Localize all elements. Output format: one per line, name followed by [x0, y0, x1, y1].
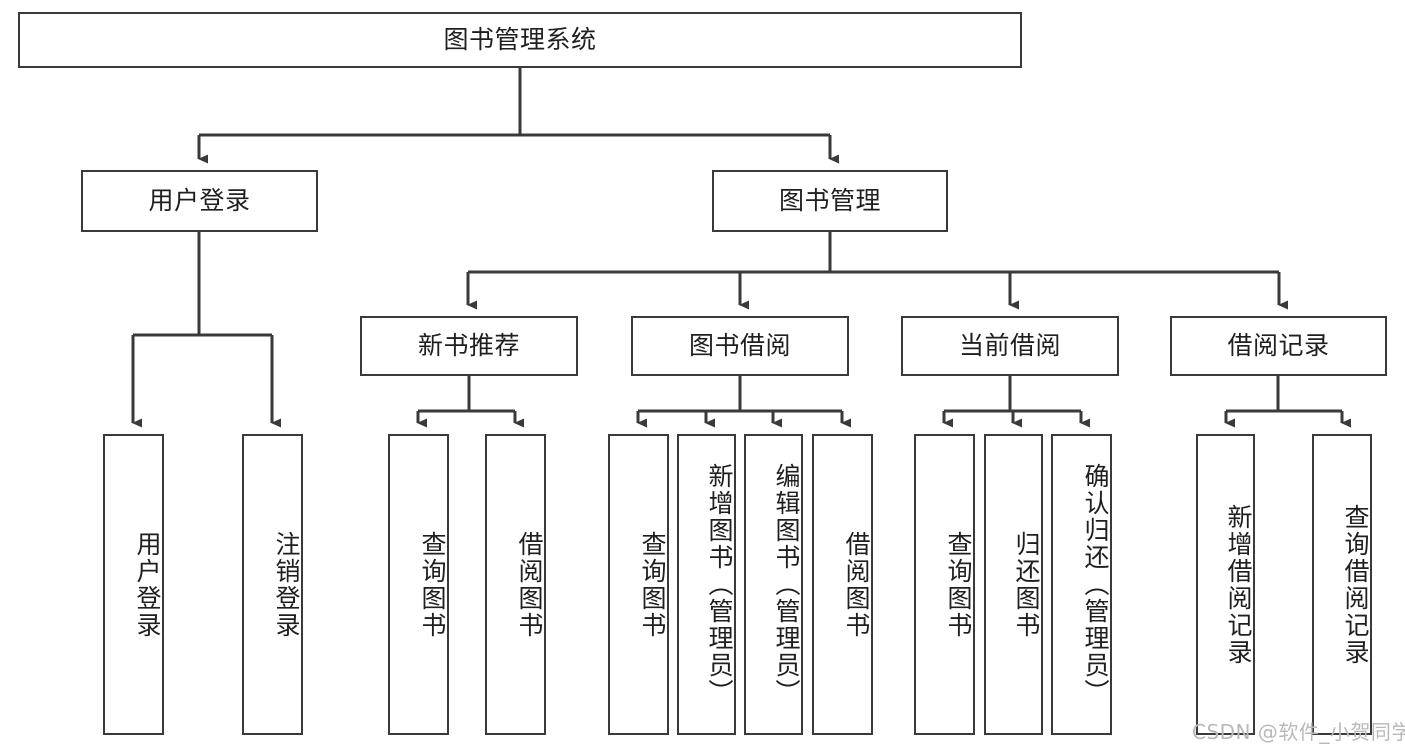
leaf-add-record[interactable]: 新增借阅记录 — [1196, 434, 1255, 735]
node-root[interactable]: 图书管理系统 — [18, 12, 1022, 68]
node-current-borrow-label: 当前借阅 — [958, 331, 1061, 361]
node-new-book-recommend[interactable]: 新书推荐 — [360, 316, 578, 376]
leaf-confirm-return[interactable]: 确认归还（管理员） — [1051, 434, 1112, 735]
leaf-query-book-1-label: 查询图书 — [418, 530, 447, 639]
leaf-query-book-3[interactable]: 查询图书 — [914, 434, 975, 735]
node-user-login-label: 用户登录 — [148, 186, 251, 216]
node-new-book-recommend-label: 新书推荐 — [417, 331, 520, 361]
leaf-return-book[interactable]: 归还图书 — [984, 434, 1043, 735]
leaf-user-login-label: 用户登录 — [133, 530, 162, 639]
leaf-edit-book[interactable]: 编辑图书（管理员） — [744, 434, 803, 735]
leaf-edit-book-label: 编辑图书（管理员） — [772, 463, 801, 706]
node-borrow-record[interactable]: 借阅记录 — [1170, 316, 1387, 376]
leaf-user-login[interactable]: 用户登录 — [103, 434, 164, 735]
leaf-query-book-1[interactable]: 查询图书 — [388, 434, 449, 735]
watermark: CSDN @软件_小贺同学 — [1192, 720, 1405, 744]
leaf-add-book-label: 新增图书（管理员） — [705, 463, 734, 706]
leaf-add-book[interactable]: 新增图书（管理员） — [677, 434, 736, 735]
node-user-login[interactable]: 用户登录 — [81, 170, 318, 232]
node-book-borrow-label: 图书借阅 — [688, 331, 791, 361]
leaf-query-record-label: 查询借阅记录 — [1341, 503, 1370, 666]
leaf-borrow-book-2-label: 借阅图书 — [842, 530, 871, 639]
leaf-return-book-label: 归还图书 — [1012, 530, 1041, 639]
leaf-user-logout-label: 注销登录 — [272, 530, 301, 639]
node-book-manage-label: 图书管理 — [778, 186, 881, 216]
leaf-query-book-3-label: 查询图书 — [944, 530, 973, 639]
leaf-borrow-book-1-label: 借阅图书 — [515, 530, 544, 639]
node-current-borrow[interactable]: 当前借阅 — [901, 316, 1119, 376]
node-root-label: 图书管理系统 — [443, 25, 597, 55]
node-borrow-record-label: 借阅记录 — [1227, 331, 1330, 361]
leaf-borrow-book-1[interactable]: 借阅图书 — [485, 434, 546, 735]
leaf-add-record-label: 新增借阅记录 — [1224, 503, 1253, 666]
leaf-query-book-2-label: 查询图书 — [638, 530, 667, 639]
leaf-confirm-return-label: 确认归还（管理员） — [1081, 463, 1110, 706]
node-book-manage[interactable]: 图书管理 — [712, 170, 948, 232]
leaf-query-record[interactable]: 查询借阅记录 — [1312, 434, 1372, 735]
leaf-borrow-book-2[interactable]: 借阅图书 — [812, 434, 873, 735]
leaf-user-logout[interactable]: 注销登录 — [242, 434, 303, 735]
leaf-query-book-2[interactable]: 查询图书 — [608, 434, 669, 735]
node-book-borrow[interactable]: 图书借阅 — [631, 316, 849, 376]
